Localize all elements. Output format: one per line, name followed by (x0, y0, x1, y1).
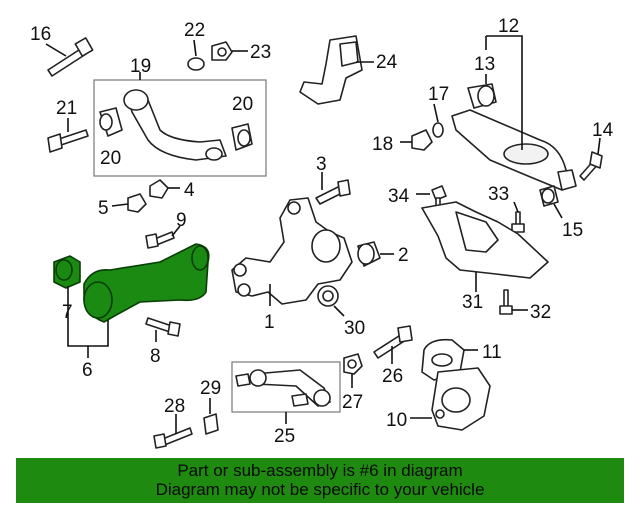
part-25-link-assembly[interactable] (231, 361, 341, 424)
info-banner: Part or sub-assembly is #6 in diagram Di… (16, 458, 624, 503)
callout-31: 31 (462, 292, 483, 313)
callout-2: 2 (398, 245, 409, 266)
part-30-bushing[interactable] (317, 285, 345, 317)
callout-15: 15 (562, 220, 583, 241)
part-4-bracket[interactable] (149, 179, 180, 199)
part-23-nut[interactable] (211, 41, 248, 61)
callout-16: 16 (30, 24, 51, 45)
callout-29: 29 (200, 378, 221, 399)
part-31-subframe-shield[interactable] (421, 201, 549, 292)
callout-20a: 20 (100, 148, 121, 169)
part-3-bolt[interactable] (315, 172, 351, 205)
part-1-knuckle[interactable] (231, 197, 353, 306)
part-13-bushing[interactable] (467, 74, 497, 109)
callout-26: 26 (382, 366, 403, 387)
part-27-nut[interactable] (343, 353, 363, 388)
part-33-bolt[interactable] (511, 201, 525, 233)
part-6-trailing-arm[interactable] (83, 243, 210, 323)
part-28-bolt[interactable] (153, 414, 193, 449)
callout-32: 32 (530, 302, 551, 323)
part-12-control-arm[interactable] (451, 35, 577, 191)
callout-28: 28 (164, 396, 185, 417)
part-8-bolt[interactable] (145, 317, 181, 342)
part-24-bracket[interactable] (299, 35, 374, 105)
callout-7: 7 (62, 302, 73, 323)
part-29-nut[interactable] (203, 398, 219, 435)
callout-23: 23 (250, 42, 271, 63)
callout-17: 17 (428, 84, 449, 105)
callout-12: 12 (498, 16, 519, 37)
callout-labels: 1 2 3 4 5 6 7 8 9 10 11 12 13 14 15 16 1… (30, 16, 614, 447)
part-9-bolt[interactable] (145, 225, 181, 249)
callout-18: 18 (372, 134, 393, 155)
callout-3: 3 (316, 154, 327, 175)
part-19-link-assembly[interactable] (93, 72, 267, 177)
part-32-bolt[interactable] (499, 289, 528, 315)
part-10-bracket[interactable] (410, 367, 491, 431)
callout-6-7-leaders (67, 286, 109, 358)
part-15-bushing[interactable] (539, 185, 563, 219)
callout-6: 6 (82, 360, 93, 381)
callout-1: 1 (264, 312, 275, 333)
callout-24: 24 (376, 52, 398, 73)
callout-19: 19 (130, 56, 151, 77)
part-26-bolt[interactable] (373, 325, 413, 364)
callout-20b: 20 (232, 94, 253, 115)
parts-diagram: 1 2 3 4 5 6 7 8 9 10 11 12 13 14 15 16 1… (30, 16, 614, 449)
part-5-nut[interactable] (111, 193, 147, 213)
callout-10: 10 (386, 410, 407, 431)
callout-21: 21 (56, 98, 77, 119)
part-22-clip[interactable] (187, 39, 205, 71)
callout-34: 34 (388, 186, 410, 207)
callout-22: 22 (184, 20, 205, 41)
callout-4: 4 (184, 180, 195, 201)
part-2-bushing[interactable] (357, 241, 394, 267)
callout-11: 11 (482, 342, 502, 363)
callout-9: 9 (176, 210, 187, 231)
part-14-bolt[interactable] (579, 137, 603, 181)
part-21-bolt[interactable] (47, 118, 89, 153)
callout-13: 13 (474, 54, 495, 75)
banner-line-2: Diagram may not be specific to your vehi… (155, 480, 485, 499)
callout-27: 27 (342, 392, 363, 413)
banner-line-1: Part or sub-assembly is #6 in diagram (177, 461, 463, 480)
part-17-ring[interactable] (432, 103, 444, 138)
part-7-bushing[interactable] (53, 255, 81, 289)
callout-30: 30 (344, 318, 365, 339)
part-18-nut[interactable] (400, 129, 433, 151)
callout-8: 8 (150, 346, 161, 367)
callout-33: 33 (488, 184, 509, 205)
callout-25: 25 (274, 426, 295, 447)
callout-5: 5 (98, 198, 109, 219)
callout-14: 14 (592, 120, 614, 141)
part-16-bolt[interactable] (45, 37, 94, 77)
